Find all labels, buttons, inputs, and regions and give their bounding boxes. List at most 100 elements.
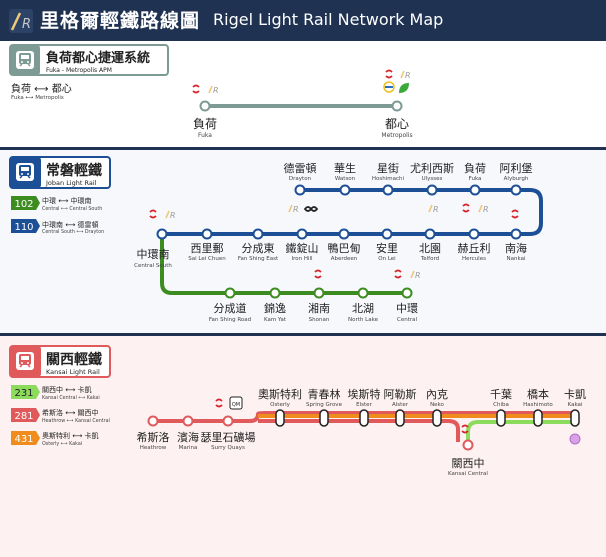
station-label-en: Ulysses — [422, 176, 443, 182]
station-chiba[interactable] — [496, 409, 506, 427]
route-badge-231[interactable]: 231 — [11, 385, 40, 399]
station-label-en: Fan Shing Road — [209, 317, 251, 323]
kansai-green-line — [466, 420, 575, 442]
station-neko[interactable] — [432, 409, 442, 427]
station-heathrow[interactable] — [147, 415, 159, 427]
route-badge-431[interactable]: 431 — [11, 431, 40, 445]
station-label: 濱海 — [177, 430, 199, 444]
station-label: 卡凱 — [564, 388, 586, 401]
station-label-en: Shonan — [309, 317, 330, 323]
station-kam-yat[interactable] — [269, 287, 281, 299]
station-label: 錦逸 — [264, 301, 286, 315]
station-on-lei[interactable] — [381, 228, 393, 240]
station-alyburgh[interactable] — [510, 184, 522, 196]
station-label-en: Heathrow — [140, 445, 167, 451]
rigel-rail-icon — [410, 270, 422, 281]
route-431-label: 奧斯特利 ⟷ 卡凱 — [42, 431, 99, 440]
national-rail-icon — [394, 269, 402, 279]
station-iron-hill[interactable] — [296, 228, 308, 240]
joban-blue-line — [162, 188, 543, 236]
station-label: 南海 — [505, 241, 527, 255]
station-fuka[interactable] — [469, 184, 481, 196]
station-label: 中環南 — [137, 248, 170, 261]
joban-train-icon — [15, 162, 35, 182]
svg-text:110: 110 — [14, 222, 33, 233]
station-north-lake[interactable] — [357, 287, 369, 299]
svg-text:R: R — [22, 17, 31, 32]
station-label-en: On Lei — [378, 256, 396, 262]
station-label-en: Fuka — [198, 132, 212, 139]
route-431-label-en: Osterly ⟷ Kakai — [42, 441, 82, 447]
station-hashimoto[interactable] — [533, 409, 543, 427]
station-fan-shing-road[interactable] — [224, 287, 236, 299]
station-label-en: North Lake — [348, 317, 379, 323]
station-label: 埃斯特 — [348, 387, 381, 401]
station-fuka-apm[interactable] — [199, 100, 211, 112]
station-label: 鴨巴甸 — [328, 241, 361, 255]
station-label-en: Kam Yat — [264, 317, 287, 323]
national-rail-icon — [192, 84, 200, 94]
apm-name-en: Fuka - Metropolis APM — [46, 67, 112, 74]
station-label-en: Central — [397, 317, 417, 323]
station-label-en: Hashimoto — [523, 402, 553, 408]
station-label-en: Central South — [134, 263, 172, 269]
station-telford[interactable] — [424, 228, 436, 240]
section-divider — [0, 147, 606, 150]
station-hercules[interactable] — [468, 228, 480, 240]
kansai-name-en: Kansai Light Rail — [46, 368, 100, 376]
station-label-en: Metropolis — [381, 132, 412, 139]
route-badge-110[interactable]: 110 — [11, 219, 40, 233]
station-label-en: Drayton — [289, 176, 312, 182]
station-central-south[interactable] — [156, 228, 168, 240]
station-hoshimachi[interactable] — [382, 184, 394, 196]
station-nankai[interactable] — [510, 228, 522, 240]
apm-train-icon — [15, 50, 35, 70]
station-aberdeen[interactable] — [338, 228, 350, 240]
station-shonan[interactable] — [313, 287, 325, 299]
station-label-en: Telford — [420, 256, 439, 262]
station-spring-grove[interactable] — [319, 409, 329, 427]
rigel-rail-icon — [400, 70, 412, 81]
station-kakai[interactable] — [570, 409, 580, 427]
station-label: 負荷 — [464, 162, 486, 175]
apm-name: 負荷都心捷運系統 — [46, 50, 150, 66]
route-281-label-en: Heathrow ⟷ Kansai Central — [42, 418, 110, 424]
route-badge-281[interactable]: 281 — [11, 408, 40, 422]
station-marina[interactable] — [182, 415, 194, 427]
station-label: 奧斯特利 — [258, 387, 302, 401]
national-rail-icon — [511, 209, 519, 219]
station-label-en: Alyburgh — [504, 176, 529, 182]
station-alster[interactable] — [395, 409, 405, 427]
station-metropolis-apm[interactable] — [391, 100, 403, 112]
leaf-icon — [399, 83, 409, 93]
section-divider — [0, 333, 606, 336]
station-label: 希斯洛 — [137, 430, 170, 444]
station-label-en: Iron Hill — [291, 256, 313, 262]
station-central[interactable] — [401, 287, 413, 299]
station-ulysses[interactable] — [426, 184, 438, 196]
station-osterly[interactable] — [275, 409, 285, 427]
station-label: 星街 — [377, 161, 399, 175]
station-elster[interactable] — [359, 409, 369, 427]
station-fan-shing-east[interactable] — [252, 228, 264, 240]
svg-text:102: 102 — [14, 199, 33, 210]
station-drayton[interactable] — [294, 184, 306, 196]
route-badge-102[interactable]: 102 — [11, 196, 40, 210]
station-label: 安里 — [376, 241, 398, 255]
station-sai-lei-chuen[interactable] — [201, 228, 213, 240]
station-label-en: Marina — [179, 445, 198, 451]
station-label: 西里郵 — [191, 242, 224, 255]
station-label-en: Fuka — [469, 176, 482, 182]
station-surry-quays[interactable] — [222, 415, 234, 427]
station-watson[interactable] — [339, 184, 351, 196]
apm-route[interactable]: 負荷 ⟷ 都心 — [11, 83, 72, 95]
rigel-rail-icon — [208, 85, 220, 96]
station-label: 分成道 — [214, 301, 247, 315]
joban-name-en: Joban Light Rail — [45, 179, 97, 187]
station-label: 北園 — [419, 242, 441, 255]
station-label-en: Nankai — [507, 256, 526, 262]
national-rail-icon — [215, 398, 223, 408]
station-label-en: Watson — [335, 176, 356, 182]
station-kansai-central[interactable] — [462, 439, 474, 451]
station-label: 青春林 — [308, 387, 341, 401]
